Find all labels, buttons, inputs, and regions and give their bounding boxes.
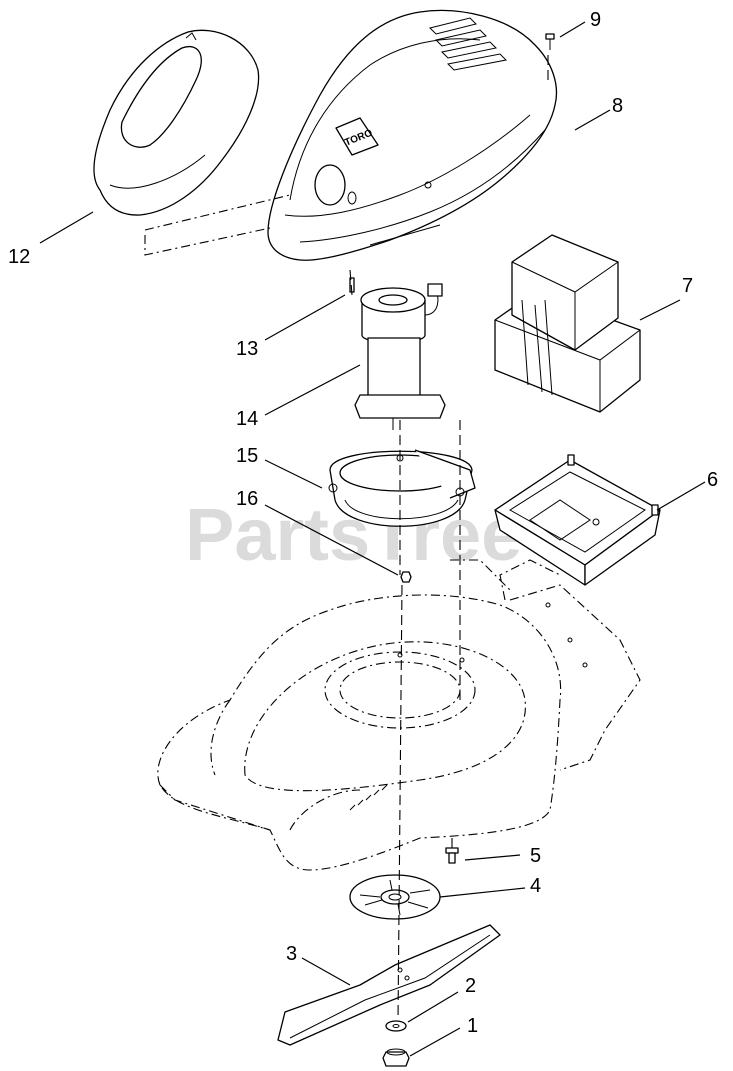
part-15-mount (328, 449, 476, 527)
part-9-screw (545, 33, 555, 50)
part-8-housing: TORO (267, 9, 558, 261)
assembly-lines (144, 55, 549, 1021)
part-4-adapter (349, 874, 441, 920)
callout-14: 14 (236, 408, 258, 430)
callout-1: 1 (467, 1015, 478, 1037)
mower-deck (157, 559, 641, 871)
part-7-battery (494, 234, 641, 413)
callout-2: 2 (465, 975, 476, 997)
part-6-tray (494, 454, 661, 586)
part-16-nut (400, 571, 412, 583)
callout-12: 12 (8, 246, 30, 268)
part-5-bolt (445, 847, 459, 864)
callouts: 9 8 12 7 13 14 15 16 6 5 4 3 2 1 (8, 9, 718, 1037)
leader-lines (39, 21, 706, 1057)
callout-15: 15 (236, 445, 258, 467)
callout-16: 16 (236, 488, 258, 510)
part-1-nut (382, 1048, 410, 1067)
callout-6: 6 (707, 469, 718, 491)
part-14-motor (354, 283, 446, 430)
callout-5: 5 (530, 845, 541, 867)
callout-9: 9 (590, 9, 601, 31)
part-12-cover (93, 29, 260, 216)
part-2-washer (385, 1020, 407, 1032)
callout-8: 8 (612, 95, 623, 117)
callout-7: 7 (682, 275, 693, 297)
part-3-blade (277, 924, 501, 1046)
callout-13: 13 (236, 338, 258, 360)
callout-4: 4 (530, 875, 541, 897)
callout-3: 3 (286, 943, 297, 965)
